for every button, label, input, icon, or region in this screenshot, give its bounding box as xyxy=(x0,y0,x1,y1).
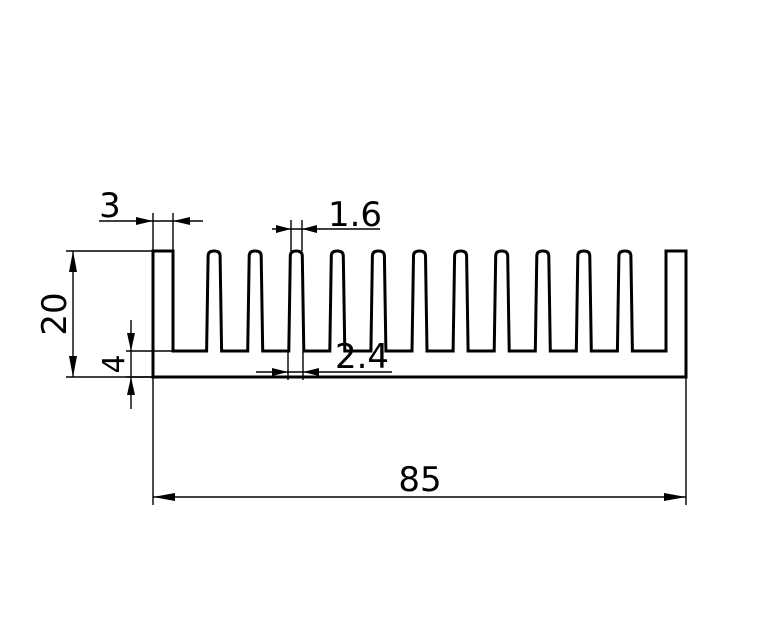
dimension-base-thickness: 4 xyxy=(97,320,176,409)
dim-label-fin-width: 1.6 xyxy=(328,195,382,235)
dimension-edge-fin-width: 3 xyxy=(99,186,203,251)
heatsink-profile xyxy=(151,249,688,379)
dim-label-edge-fin-width: 3 xyxy=(99,186,121,226)
dimension-total-height: 20 xyxy=(35,250,153,378)
dim-label-total-height: 20 xyxy=(35,292,75,335)
dimension-fin-gap: 2.4 xyxy=(256,337,392,380)
dimension-fin-width: 1.6 xyxy=(272,195,382,251)
dim-label-base-width: 85 xyxy=(398,460,441,500)
dimension-base-width: 85 xyxy=(152,378,687,505)
dim-label-fin-gap: 2.4 xyxy=(335,337,389,377)
dim-label-base-thickness: 4 xyxy=(97,354,132,373)
